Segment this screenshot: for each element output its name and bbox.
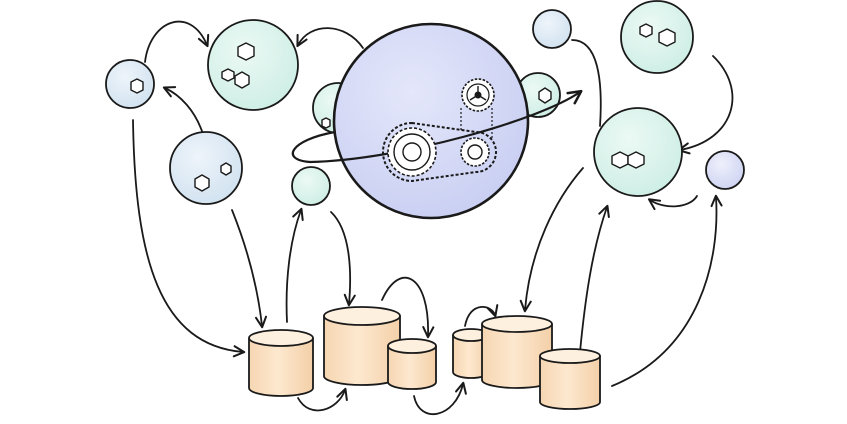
hexagon-molecule-icon xyxy=(538,87,552,104)
hexagon-molecule-icon xyxy=(130,78,144,94)
hexagon-molecule-icon xyxy=(658,28,676,47)
arrow-cylinder-1-to-small-bubble xyxy=(285,207,304,323)
gear-icon xyxy=(460,137,490,167)
hexagon-molecule-icon xyxy=(321,117,331,129)
arrow-right-bubble-to-cylinder-5 xyxy=(519,167,584,313)
sphere-body xyxy=(332,22,530,220)
bubble-small-top-right xyxy=(532,9,572,49)
databases xyxy=(248,306,601,410)
bubble-mid-left xyxy=(169,131,243,205)
bubble-top-right xyxy=(620,0,694,74)
arrow-cylinder-6-to-right-bubble xyxy=(579,204,610,353)
gear-icon xyxy=(387,127,437,177)
cylinder-database-icon xyxy=(452,328,490,379)
cylinder-database-icon xyxy=(387,338,437,390)
bubble-left xyxy=(105,59,155,109)
arrow-bubble-left-to-teal xyxy=(144,20,210,63)
arrow-bubble-to-cylinder-1 xyxy=(231,209,268,329)
arrow-small-top-to-right-bubble xyxy=(571,39,602,127)
molecules xyxy=(130,23,676,192)
flow-arrows xyxy=(132,20,734,415)
arrow-cylinder-3-to-cylinder-4 xyxy=(413,381,467,415)
arrow-top-right-to-right-bubble xyxy=(677,55,734,155)
orbit-ring-front xyxy=(308,89,583,164)
arrow-cylinder-6-to-lavender-bubble xyxy=(611,194,723,387)
hexagon-molecule-icon xyxy=(627,151,645,169)
hexagon-molecule-icon xyxy=(220,162,232,176)
orbit-ring-back xyxy=(291,130,337,164)
cylinder-database-icon xyxy=(481,315,553,389)
hexagon-molecule-icon xyxy=(221,68,235,82)
hexagon-molecule-icon xyxy=(234,71,250,89)
bubble-top-teal xyxy=(207,19,299,111)
cylinder-database-icon xyxy=(539,348,601,410)
arrow-lavender-to-right-bubble xyxy=(647,195,698,211)
arrow-cylinder-2-to-cylinder-3 xyxy=(381,277,435,339)
arrow-cylinder-4-to-cylinder-5 xyxy=(464,304,499,327)
arrow-left-down-to-cylinder xyxy=(132,119,246,358)
gear-assembly xyxy=(382,78,497,183)
gear-icon xyxy=(461,78,495,112)
bubble-small-below xyxy=(291,166,331,206)
arrow-sphere-to-cylinder-2 xyxy=(330,211,356,307)
central-sphere xyxy=(291,22,583,220)
hexagon-molecule-icon xyxy=(237,42,255,61)
bubble-lavender xyxy=(705,150,745,190)
arrow-bubble-to-bubble-left xyxy=(162,86,204,135)
bubble-right-large xyxy=(593,107,683,197)
hexagon-molecule-icon xyxy=(611,151,629,169)
drive-belt xyxy=(382,121,497,183)
arrow-sphere-to-teal xyxy=(296,27,364,49)
cylinder-database-icon xyxy=(248,329,314,397)
hexagon-molecule-icon xyxy=(194,174,210,192)
arrow-cylinder-1-to-cylinder-2 xyxy=(297,387,348,412)
hexagon-molecule-icon xyxy=(639,23,653,38)
